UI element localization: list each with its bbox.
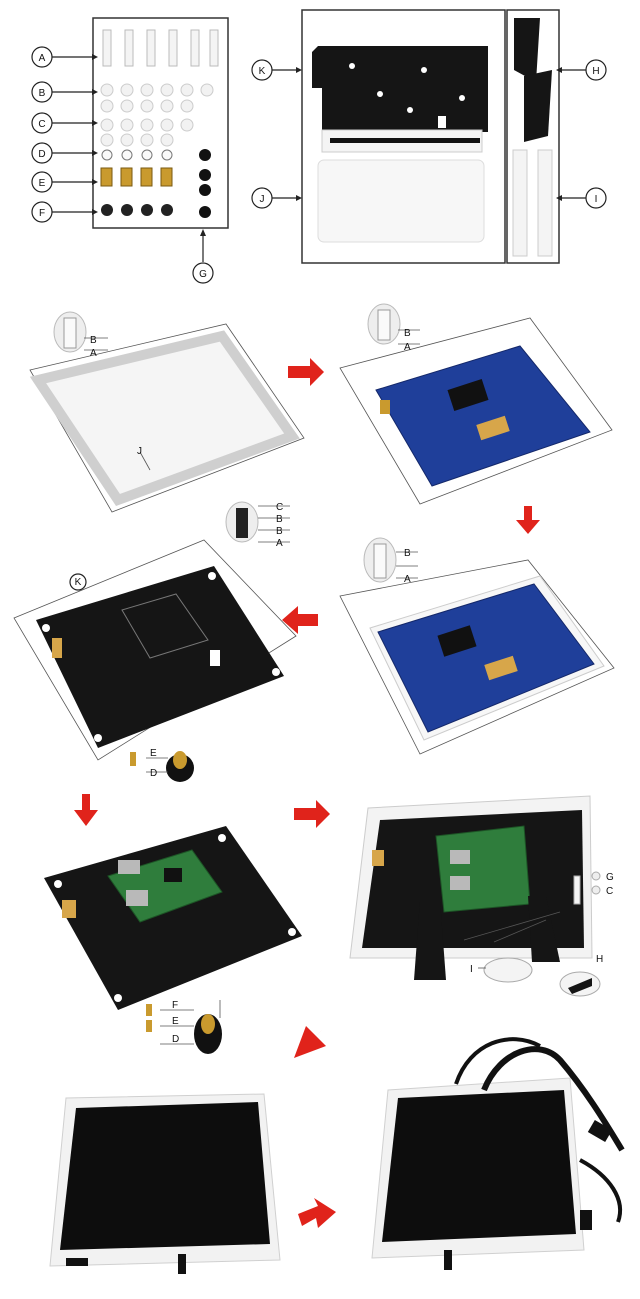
callout-c: C: [31, 112, 53, 134]
stand-support-1: [512, 149, 528, 257]
step-1: B A J: [29, 311, 305, 513]
svg-text:B: B: [276, 514, 283, 525]
arrow-step4-to-6: [294, 800, 330, 828]
step-6: G C I H: [349, 795, 614, 997]
svg-text:G: G: [199, 269, 207, 280]
step2-pcb: [375, 345, 591, 487]
callout-d: D: [31, 142, 53, 164]
front-frame: [317, 159, 485, 243]
svg-text:D: D: [38, 149, 45, 160]
svg-text:I: I: [470, 964, 473, 975]
arrow-step2-to-3: [516, 506, 540, 534]
step4-plate: [36, 566, 284, 748]
svg-text:B: B: [404, 328, 411, 339]
svg-text:D: D: [172, 1034, 179, 1045]
svg-text:C: C: [606, 886, 613, 897]
svg-text:B: B: [404, 548, 411, 559]
callout-i: I: [585, 187, 607, 209]
step8-screen: [382, 1090, 576, 1242]
svg-text:G: G: [606, 872, 614, 883]
step2-detail: B A: [367, 303, 420, 353]
svg-text:A: A: [276, 538, 283, 549]
cable-2: [454, 1037, 541, 1085]
step3-pcb: [377, 583, 595, 733]
arrow-step7-to-8: [298, 1198, 336, 1228]
step6-stand-right: [528, 896, 560, 962]
step5-plate: [44, 826, 302, 1010]
step-7: [49, 1093, 281, 1274]
svg-text:K: K: [259, 66, 266, 77]
svg-text:H: H: [596, 954, 603, 965]
stand-piece-2: [524, 70, 552, 142]
callout-a: A: [31, 46, 53, 68]
step6-pi-board: [435, 825, 531, 913]
svg-text:K: K: [75, 577, 82, 588]
stand-piece-1: [514, 18, 540, 82]
parts-row-c: [100, 118, 194, 147]
cable-3: [579, 1158, 622, 1223]
arrow-step4-to-5: [74, 794, 98, 826]
plates-panel: K J H I: [251, 9, 607, 264]
arrow-step1-to-2: [288, 358, 324, 386]
svg-text:J: J: [137, 446, 142, 457]
parts-panel-frame: [92, 17, 229, 229]
svg-text:E: E: [39, 178, 46, 189]
step1-frame: [29, 330, 300, 507]
svg-text:D: D: [150, 768, 157, 779]
svg-text:F: F: [172, 1000, 178, 1011]
parts-panel: A B C D E F G: [31, 17, 229, 284]
parts-row-f: [101, 204, 211, 218]
step6-stand-left: [414, 900, 446, 980]
callout-j: J: [251, 187, 273, 209]
parts-row-d: [101, 149, 211, 161]
svg-text:A: A: [90, 348, 97, 359]
svg-text:F: F: [39, 208, 45, 219]
callout-g: G: [192, 262, 214, 284]
step-8: [371, 1037, 625, 1270]
svg-text:E: E: [172, 1016, 179, 1027]
step6-right-detail: G C: [573, 871, 614, 905]
svg-text:B: B: [276, 526, 283, 537]
back-plate: [312, 46, 488, 132]
callout-e: E: [31, 171, 53, 193]
step-4: C B B A K E D: [13, 501, 297, 782]
step5-bottom-detail: F E D: [146, 1000, 222, 1054]
step6-stand-detail: I H: [463, 911, 603, 997]
parts-row-b: [100, 83, 214, 113]
step4-plate-callout: K: [69, 573, 87, 591]
parts-row-a: [102, 29, 219, 67]
svg-text:B: B: [90, 335, 97, 346]
svg-text:B: B: [39, 88, 46, 99]
step1-detail: B A: [53, 311, 108, 359]
stand-support-2: [537, 149, 553, 257]
step4-top-detail: C B B A: [225, 501, 290, 549]
arrow-step3-to-4: [282, 606, 318, 634]
step-5: F E D: [44, 826, 302, 1054]
cable-1: [481, 1046, 625, 1152]
step4-bottom-detail: E D: [130, 748, 194, 782]
step3-detail: B A: [363, 537, 418, 585]
parts-row-e: [100, 167, 211, 196]
svg-text:H: H: [592, 66, 599, 77]
svg-text:A: A: [404, 574, 411, 585]
svg-text:A: A: [404, 342, 411, 353]
callout-f: F: [31, 201, 53, 223]
step-2: B A: [339, 303, 613, 505]
arrow-step6-to-7: [294, 1022, 330, 1058]
callout-k: K: [251, 59, 273, 81]
svg-text:C: C: [38, 119, 45, 130]
step-3: B A: [339, 537, 615, 755]
svg-text:J: J: [260, 194, 265, 205]
svg-text:E: E: [150, 748, 157, 759]
callout-b: B: [31, 81, 53, 103]
step7-screen: [60, 1102, 270, 1250]
callout-h: H: [585, 59, 607, 81]
svg-text:C: C: [276, 502, 283, 513]
svg-text:I: I: [595, 194, 598, 205]
svg-text:A: A: [39, 53, 46, 64]
